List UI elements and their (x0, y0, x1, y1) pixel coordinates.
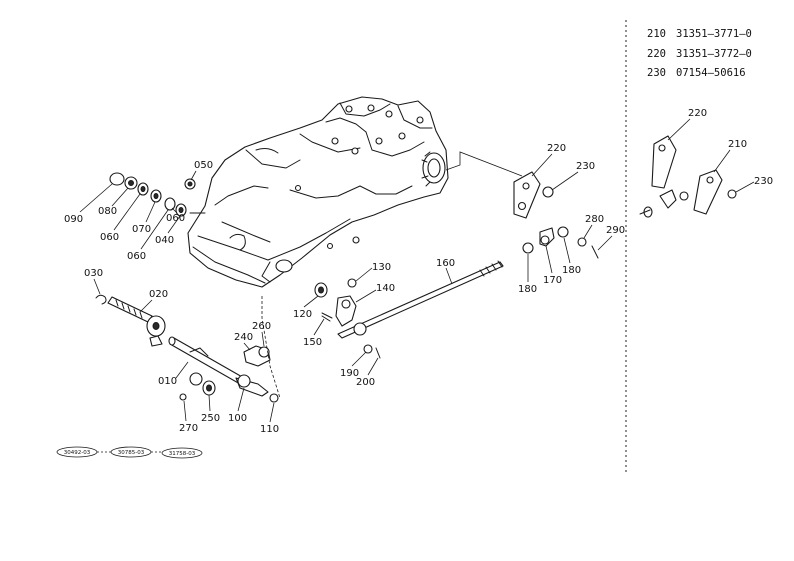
callout-130: 130 (372, 262, 391, 273)
callout-260: 260 (252, 321, 271, 332)
callout-100: 100 (228, 413, 247, 424)
table-ref-230: 230 (647, 67, 666, 79)
callout-270: 270 (179, 423, 198, 434)
washer-090 (109, 172, 125, 186)
bolt-230 (542, 186, 554, 198)
callout-070: 070 (132, 224, 151, 235)
pin-200 (375, 347, 381, 359)
callouts: 090 080 060 070 060 040 060 050 030 020 … (64, 108, 773, 435)
nut-180a (522, 242, 534, 254)
shift-shaft-assembly (95, 294, 281, 403)
callout-060-b: 060 (127, 251, 146, 262)
joint-140 (335, 295, 357, 327)
callout-180-b: 180 (562, 265, 581, 276)
washer-280 (577, 237, 587, 247)
callout-140: 140 (376, 283, 395, 294)
callout-060-c: 060 (166, 213, 185, 224)
callout-120: 120 (293, 309, 312, 320)
callout-180-a: 180 (518, 284, 537, 295)
callout-170: 170 (543, 275, 562, 286)
table-ref-210: 210 (647, 28, 666, 40)
table-partno-210: 31351—3771—0 (676, 28, 752, 40)
callout-250: 250 (201, 413, 220, 424)
ref-code-2: 30785-03 (118, 450, 145, 456)
callout-020: 020 (149, 289, 168, 300)
callout-050: 050 (194, 160, 213, 171)
callout-030: 030 (84, 268, 103, 279)
rod-end-hardware (513, 171, 599, 259)
table-ref-220: 220 (647, 48, 666, 60)
shaft-020 (107, 296, 153, 323)
lever-220 (513, 171, 541, 219)
table-partno-220: 31351—3772—0 (676, 48, 752, 60)
callout-190: 190 (340, 368, 359, 379)
detail-view (639, 135, 737, 218)
washer-190 (363, 344, 373, 354)
ref-oval-3 (161, 447, 203, 459)
nut-180b (557, 226, 569, 238)
callout-220-b: 220 (688, 108, 707, 119)
table-partno-230: 07154—50616 (676, 67, 746, 79)
ref-code-1: 30492-03 (64, 450, 91, 456)
callout-220-a: 220 (547, 143, 566, 154)
callout-210: 210 (728, 139, 747, 150)
callout-290: 290 (606, 225, 625, 236)
leader-housing-220 (445, 151, 523, 177)
callout-230-b: 230 (754, 176, 773, 187)
linkage-front (314, 278, 357, 327)
rod-end (353, 322, 367, 336)
washer-stack (109, 172, 196, 217)
callout-160: 160 (436, 258, 455, 269)
washer-110 (269, 393, 279, 403)
callout-150: 150 (303, 337, 322, 348)
ref-code-3: 31758-03 (169, 451, 196, 457)
callout-040: 040 (155, 235, 174, 246)
shaft-010 (169, 337, 245, 385)
callout-010: 010 (158, 376, 177, 387)
detail-bolt-230 (727, 189, 737, 199)
callout-110: 110 (260, 424, 279, 435)
transmission-housing (187, 96, 449, 288)
washer-060b (164, 197, 176, 211)
detail-lever-220 (651, 135, 677, 189)
callout-090: 090 (64, 214, 83, 225)
callout-200: 200 (356, 377, 375, 388)
rod-160 (337, 260, 504, 359)
nut-260 (258, 346, 270, 358)
snap-ring-030 (95, 294, 107, 305)
callout-060-a: 060 (100, 232, 119, 243)
callout-280: 280 (585, 214, 604, 225)
callout-230-a: 230 (576, 161, 595, 172)
pin-150 (321, 312, 333, 319)
reference-codes: 30492-03 30785-03 31758-03 (56, 446, 203, 459)
pin-270 (179, 393, 187, 401)
pin-290 (591, 245, 599, 259)
callout-240: 240 (234, 332, 253, 343)
callout-080: 080 (98, 206, 117, 217)
detail-lever-210 (693, 169, 723, 215)
nut-130 (347, 278, 357, 288)
parts-table: 210 31351—3771—0 220 31351—3772—0 230 07… (647, 28, 752, 79)
